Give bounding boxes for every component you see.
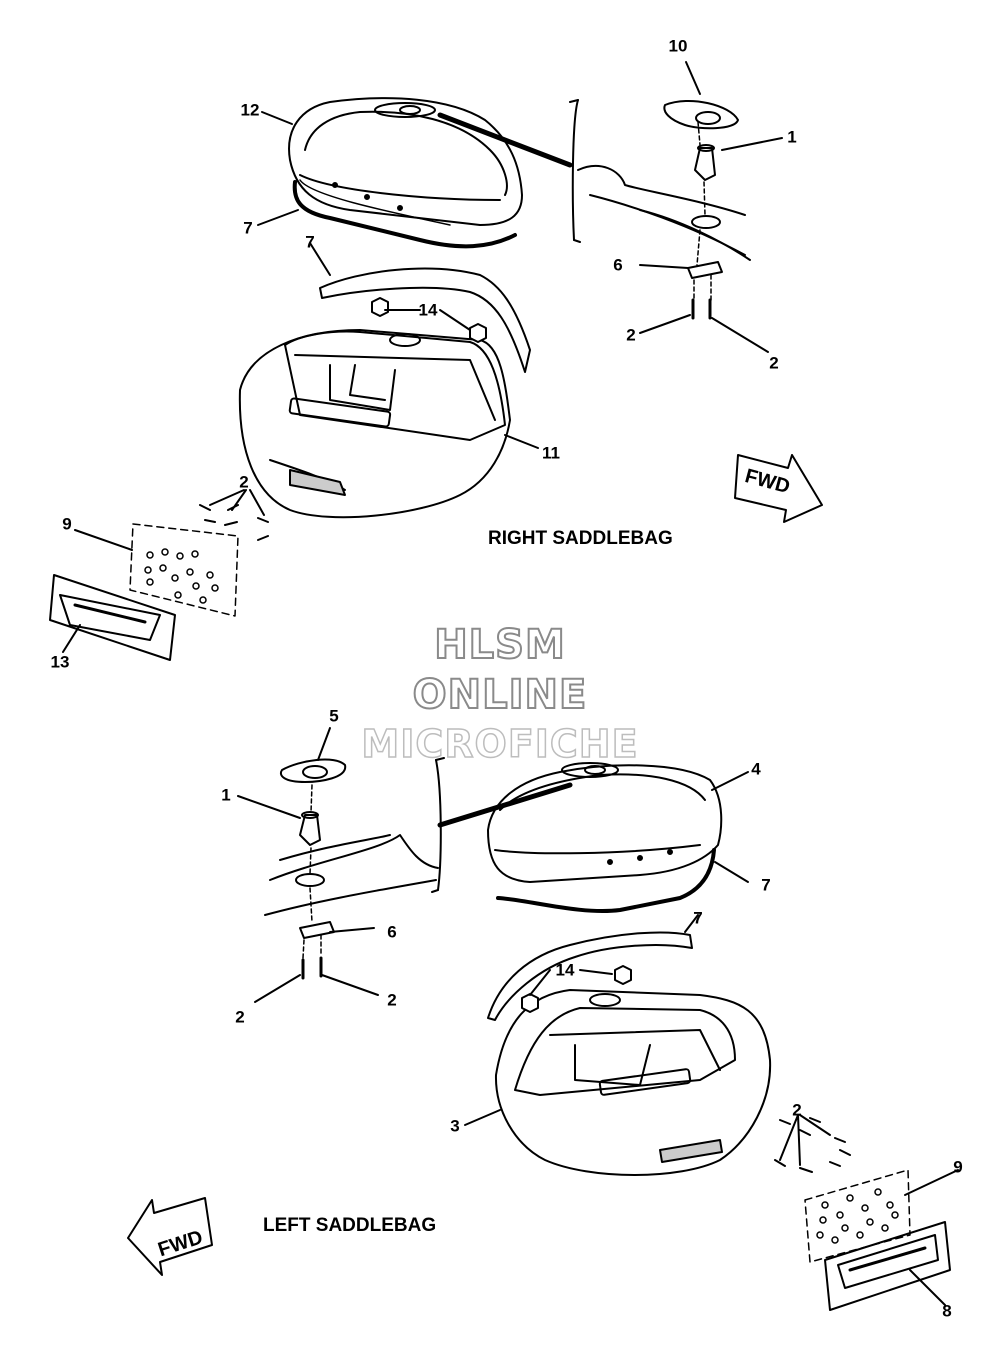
left-mount-cover bbox=[280, 758, 347, 783]
callout-14: 14 bbox=[418, 300, 438, 320]
callout-2: 2 bbox=[769, 353, 779, 373]
callout-4: 4 bbox=[751, 759, 761, 779]
left-saddlebag-title: LEFT SADDLEBAG bbox=[263, 1215, 437, 1236]
right-mount-cover bbox=[663, 99, 739, 130]
callout-2: 2 bbox=[235, 1007, 245, 1027]
callout-7: 7 bbox=[243, 218, 253, 238]
callout-9: 9 bbox=[953, 1157, 963, 1177]
right-saddlebag-body bbox=[238, 329, 511, 519]
callout-1: 1 bbox=[787, 127, 797, 147]
right-saddlebag-title: RIGHT SADDLEBAG bbox=[488, 528, 673, 549]
callout-6: 6 bbox=[387, 922, 397, 942]
left-body-seal bbox=[487, 931, 693, 1021]
watermark-line-2: ONLINE bbox=[412, 671, 588, 719]
right-lid-seal bbox=[292, 180, 517, 249]
right-decal-sheet bbox=[129, 523, 239, 617]
right-fwd-arrow bbox=[734, 454, 823, 523]
callout-2: 2 bbox=[239, 472, 249, 492]
callout-2: 2 bbox=[626, 325, 636, 345]
callout-9: 9 bbox=[62, 514, 72, 534]
callout-14: 14 bbox=[555, 960, 575, 980]
callout-12: 12 bbox=[240, 100, 260, 120]
callout-7: 7 bbox=[305, 232, 315, 252]
callout-7: 7 bbox=[761, 875, 771, 895]
callout-2: 2 bbox=[387, 990, 397, 1010]
callout-2: 2 bbox=[792, 1100, 802, 1120]
callout-11: 11 bbox=[542, 443, 560, 463]
left-reflector bbox=[824, 1221, 951, 1311]
callout-7: 7 bbox=[693, 908, 703, 928]
left-decal-sheet bbox=[804, 1169, 911, 1263]
callout-3: 3 bbox=[450, 1116, 460, 1136]
left-lid-seal bbox=[496, 848, 716, 913]
callout-13: 13 bbox=[50, 652, 70, 672]
callout-10: 10 bbox=[668, 36, 688, 56]
right-saddlebag-lid bbox=[288, 97, 523, 226]
right-body-seal bbox=[319, 267, 531, 373]
right-reflector bbox=[49, 574, 176, 661]
callout-1: 1 bbox=[221, 785, 231, 805]
callout-8: 8 bbox=[942, 1301, 952, 1321]
watermark-line-1: HLSM bbox=[433, 621, 566, 669]
left-saddlebag-lid bbox=[487, 762, 723, 883]
callout-6: 6 bbox=[613, 255, 623, 275]
watermark-line-3: MICROFICHE bbox=[361, 721, 639, 767]
left-fwd-arrow bbox=[127, 1197, 213, 1276]
callout-5: 5 bbox=[329, 706, 339, 726]
right-nuts bbox=[371, 297, 487, 343]
left-saddlebag-body bbox=[494, 989, 772, 1176]
